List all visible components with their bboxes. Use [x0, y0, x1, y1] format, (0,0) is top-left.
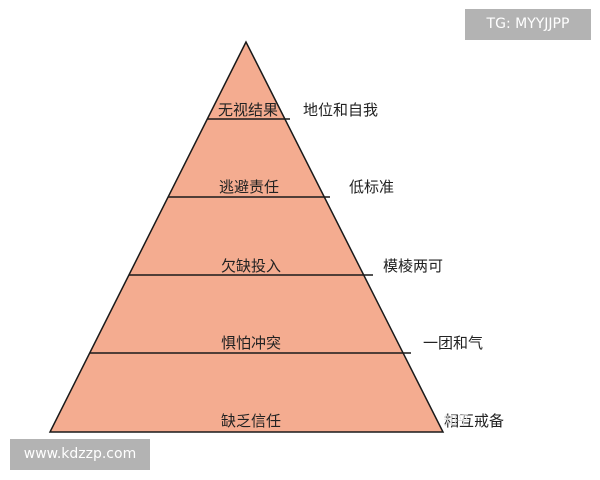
side-label-status-ego: 地位和自我	[303, 101, 378, 119]
level-label-commitment: 欠缺投入	[221, 257, 281, 275]
pyramid-body	[48, 40, 445, 433]
level-label-conflict: 惧怕冲突	[221, 334, 281, 352]
side-label-artificial-harmony: 一团和气	[423, 334, 483, 352]
level-label-trust: 缺乏信任	[221, 412, 281, 430]
level-label-results: 无视结果	[218, 101, 278, 119]
side-label-ambiguity: 模棱两可	[383, 257, 443, 275]
watermark-source: 知乎	[444, 414, 471, 429]
watermark-top-right: TG: MYYJJPP	[465, 9, 591, 40]
side-label-invulnerability: 相互戒备	[444, 412, 504, 430]
level-label-accountability: 逃避责任	[219, 178, 279, 196]
watermark-bottom-left: www.kdzzp.com	[10, 439, 150, 470]
side-label-low-standards: 低标准	[349, 178, 394, 196]
